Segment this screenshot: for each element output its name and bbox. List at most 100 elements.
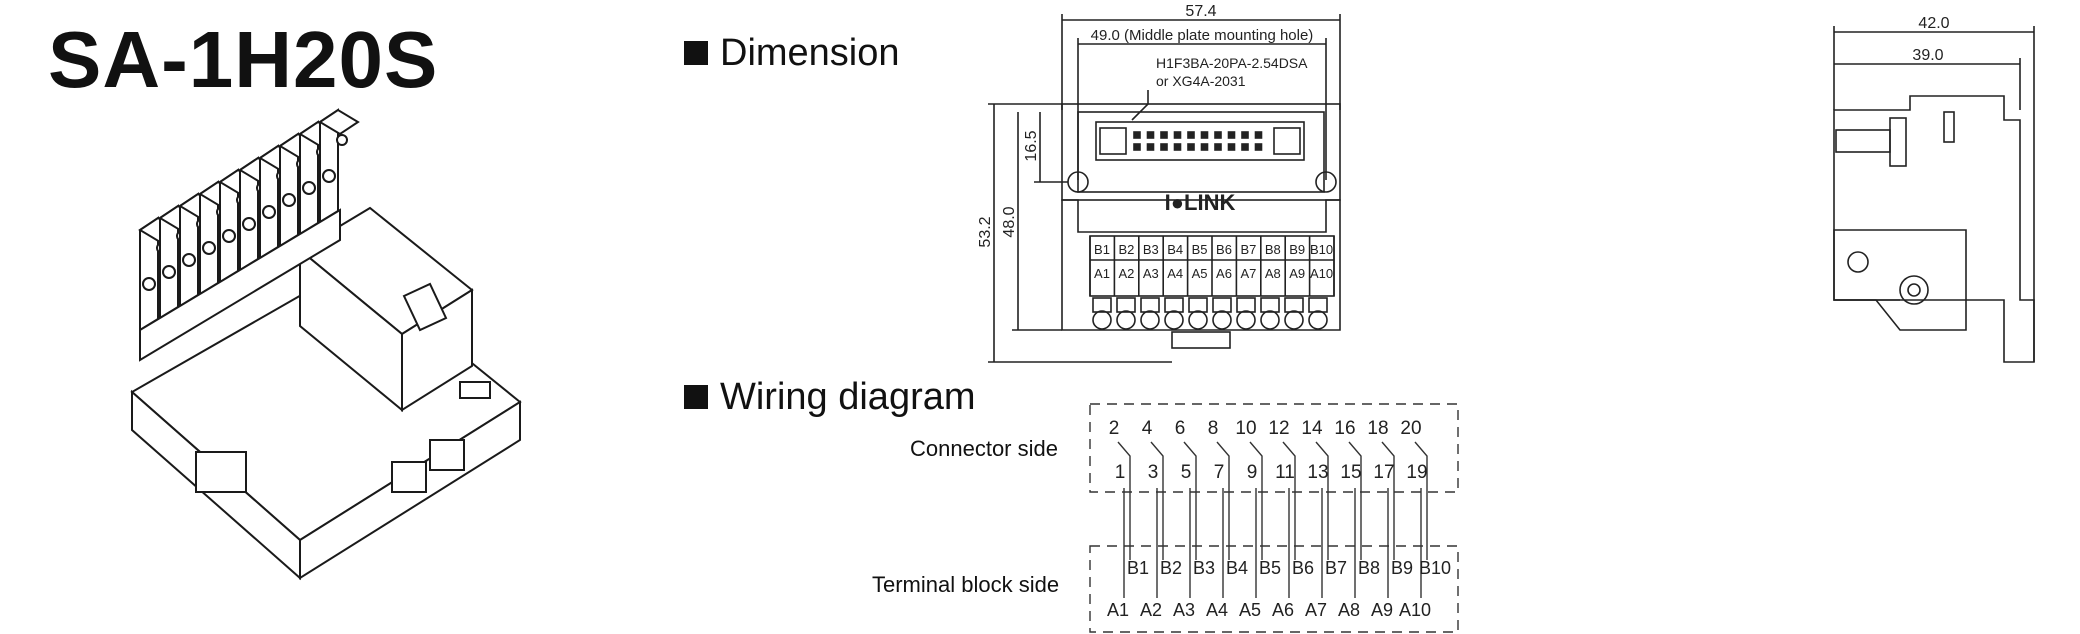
terminal-side-label: Terminal block side — [872, 572, 1060, 597]
connector-pin — [1214, 131, 1222, 139]
terminal-a-label: A3 — [1173, 600, 1195, 620]
terminal-screw-housing — [1260, 297, 1280, 313]
dimension-heading: Dimension — [684, 34, 900, 72]
terminal-a-label: A5 — [1239, 600, 1261, 620]
terminal-label-b: B7 — [1240, 242, 1256, 257]
terminal-label-a: A5 — [1192, 266, 1208, 281]
connector-pin-odd: 7 — [1214, 462, 1225, 483]
connector-pin — [1146, 131, 1155, 139]
connector-pin — [1173, 143, 1182, 151]
terminal-label-b: B1 — [1094, 242, 1110, 257]
connector-pin-odd: 17 — [1373, 462, 1394, 483]
screw-icon — [222, 229, 236, 243]
terminal-a-label: A10 — [1399, 600, 1431, 620]
screw-icon — [242, 217, 256, 231]
dimension-heading-text: Dimension — [720, 32, 900, 74]
wiring-heading-text: Wiring diagram — [720, 376, 976, 418]
screw-icon — [282, 193, 296, 207]
terminal-b-label: B8 — [1358, 558, 1380, 578]
terminal-b-label: B6 — [1292, 558, 1314, 578]
terminal-screw-housing — [1308, 297, 1328, 313]
dim-height-body: 48.0 — [1001, 206, 1018, 237]
terminal-label-a: A1 — [1094, 266, 1110, 281]
terminal-a-label: A1 — [1107, 600, 1129, 620]
terminal-screw-housing — [1116, 297, 1136, 313]
wiring-heading: Wiring diagram — [684, 378, 976, 416]
dim-side-width-total: 42.0 — [1918, 15, 1949, 32]
terminal-a-label: A2 — [1140, 600, 1162, 620]
connector-alt-part: or XG4A-2031 — [1156, 73, 1246, 89]
screw-icon — [1212, 310, 1232, 330]
connector-pin-even: 6 — [1175, 418, 1186, 439]
connector-side-label: Connector side — [910, 436, 1058, 461]
wire-even — [1282, 441, 1296, 560]
terminal-b-label: B10 — [1419, 558, 1451, 578]
terminal-label-b: B3 — [1143, 242, 1159, 257]
connector-pin-even: 10 — [1235, 418, 1256, 439]
wire-even — [1414, 441, 1428, 560]
connector-pin-even: 12 — [1268, 418, 1289, 439]
dim-overall-width: 57.4 — [1185, 3, 1216, 20]
connector-pin-even: 4 — [1142, 418, 1153, 439]
terminal-b-label: B3 — [1193, 558, 1215, 578]
screw-icon — [1236, 310, 1256, 330]
screw-icon — [1260, 310, 1280, 330]
connector-pin-odd: 9 — [1247, 462, 1258, 483]
dim-height-total: 53.2 — [977, 216, 994, 247]
terminal-label-b: B2 — [1118, 242, 1134, 257]
screw-icon — [182, 253, 196, 267]
terminal-a-label: A9 — [1371, 600, 1393, 620]
screw-icon — [302, 181, 316, 195]
screw-icon — [1116, 310, 1136, 330]
connector-pin-even: 16 — [1334, 418, 1355, 439]
iolink-logo: I●LINK — [1165, 190, 1236, 215]
terminal-label-a: A10 — [1310, 266, 1333, 281]
wire-even — [1183, 441, 1197, 560]
connector-pin — [1241, 131, 1249, 139]
terminal-screw-housing — [1212, 297, 1232, 313]
terminal-screw-housing — [1164, 297, 1184, 313]
connector-pin — [1133, 131, 1141, 139]
connector-pin — [1187, 143, 1195, 151]
terminal-b-label: B7 — [1325, 558, 1347, 578]
connector-pin-even: 18 — [1367, 418, 1388, 439]
connector-pin — [1133, 143, 1141, 151]
terminal-a-label: A6 — [1272, 600, 1294, 620]
connector-pin-odd: 15 — [1340, 462, 1361, 483]
connector-side-box — [1089, 403, 1459, 493]
terminal-screw-housing — [1092, 297, 1112, 313]
connector-pin-odd: 13 — [1307, 462, 1328, 483]
screw-icon — [1140, 310, 1160, 330]
terminal-label-b: B8 — [1265, 242, 1281, 257]
connector-pin — [1227, 131, 1236, 139]
connector-pin — [1200, 143, 1209, 151]
wire-even — [1249, 441, 1263, 560]
screw-icon — [1284, 310, 1304, 330]
terminal-label-a: A8 — [1265, 266, 1281, 281]
terminal-b-label: B4 — [1226, 558, 1248, 578]
terminal-label-b: B9 — [1289, 242, 1305, 257]
terminal-b-label: B1 — [1127, 558, 1149, 578]
square-bullet-icon — [684, 385, 708, 409]
wire-even — [1117, 441, 1131, 560]
terminal-label-b: B6 — [1216, 242, 1232, 257]
screw-icon — [1092, 310, 1112, 330]
wiring-diagram — [1089, 403, 1459, 633]
connector-pin-odd: 11 — [1275, 462, 1295, 483]
terminal-base — [139, 208, 341, 362]
connector-pin-odd: 1 — [1115, 462, 1126, 483]
terminal-screw-housing — [1284, 297, 1304, 313]
wire-even — [1150, 441, 1164, 560]
wire-even — [1216, 441, 1230, 560]
front-view-drawing — [988, 14, 1341, 363]
screw-icon — [1308, 310, 1328, 330]
terminal-label-b: B5 — [1192, 242, 1208, 257]
wire-even — [1381, 441, 1395, 560]
connector-pin — [1173, 131, 1182, 139]
terminal-a-label: A4 — [1206, 600, 1228, 620]
terminal-screw-housing — [1140, 297, 1160, 313]
product-illustration — [130, 108, 522, 581]
terminal-label-a: A6 — [1216, 266, 1232, 281]
screw-icon — [336, 134, 348, 146]
